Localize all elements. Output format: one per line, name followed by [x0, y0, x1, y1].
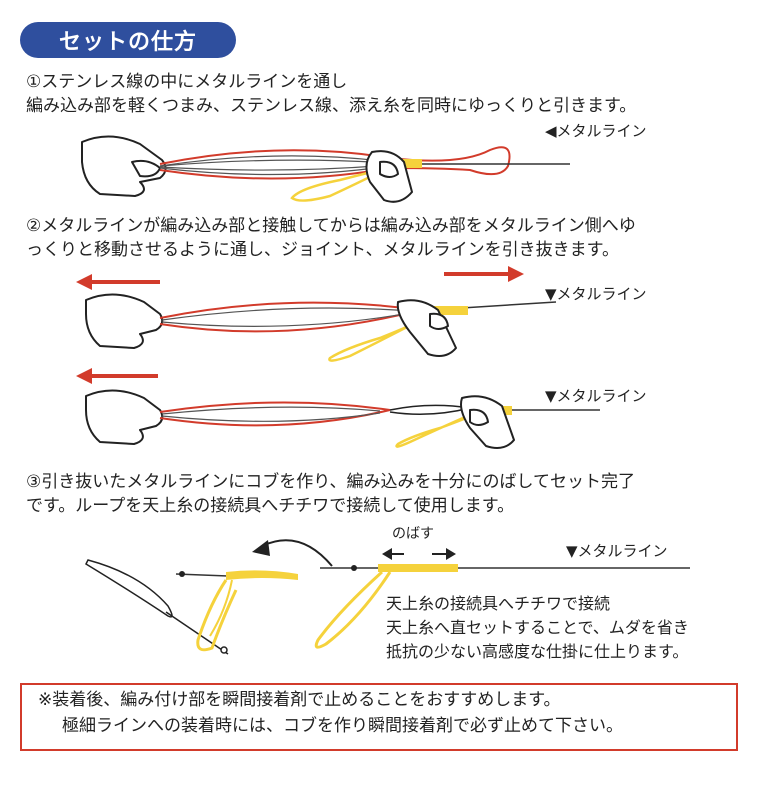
braid-section-left: [226, 570, 298, 580]
section-title: セットの仕方: [20, 22, 236, 58]
note-line1: ※装着後、編み付け部を瞬間接着剤で止めることをおすすめします。: [38, 690, 561, 710]
step1-metal-line-label: ◀メタルライン: [545, 122, 647, 140]
step2-text-line1: ②メタルラインが編み込み部と接触してからは編み込み部をメタルライン側へゆ: [26, 216, 636, 236]
stainless-wire-loop: [159, 401, 391, 427]
step1-text-line1: ①ステンレス線の中にメタルラインを通し: [26, 72, 348, 92]
yellow-thread: [290, 164, 395, 202]
left-hand-icon: [85, 389, 164, 445]
step2-illustration-b: [76, 368, 600, 449]
braid-section: [428, 306, 468, 315]
step3-illustration: [85, 539, 690, 655]
note-line2: 極細ラインへの装着時には、コブを作り瞬間接着剤で必ず止めて下さい。: [62, 716, 623, 736]
right-hand-icon: [460, 395, 515, 449]
pull-right-arrow-icon: [444, 266, 524, 282]
yellow-loop: [314, 570, 392, 649]
stretch-arrows-icon: [382, 548, 456, 560]
yellow-thread: [328, 312, 437, 362]
right-hand-icon: [396, 299, 457, 357]
step1-text-line2: 編み込み部を軽くつまみ、ステンレス線、添え糸を同時にゆっくりと引きます。: [26, 96, 637, 116]
braid-section-right: [378, 564, 458, 572]
yellow-thread: [395, 412, 477, 448]
step3-caption-line2: 天上糸へ直セットすることで、ムダを省き: [386, 618, 689, 637]
step2-text-line2: っくりと移動させるように通し、ジョイント、メタルラインを引き抜きます。: [26, 240, 619, 260]
step2-metal-line-label-b: ▼メタルライン: [545, 387, 647, 405]
left-hand-icon: [81, 135, 167, 197]
pull-left-arrow-icon: [76, 274, 160, 290]
step3-metal-line-label: ▼メタルライン: [566, 542, 668, 560]
step3-text-line1: ③引き抜いたメタルラインにコブを作り、編み込みを十分にのばしてセット完了: [26, 472, 636, 492]
rod-tip: [85, 559, 173, 618]
step1-illustration: [81, 135, 570, 203]
step3-caption-line3: 抵抗の少ない高感度な仕掛に仕上ります。: [386, 642, 689, 661]
stretch-label: のばす: [392, 526, 434, 542]
right-hand-icon: [365, 150, 413, 203]
curved-arrow-icon: [261, 539, 333, 567]
left-hand-icon: [85, 293, 164, 349]
step3-text-line2: です。ループを天上糸の接続具へチチワで接続して使用します。: [26, 496, 515, 516]
step2-metal-line-label-a: ▼メタルライン: [545, 285, 647, 303]
step3-caption-line1: 天上糸の接続具へチチワで接続: [386, 594, 611, 613]
step2-illustration-a: [76, 266, 557, 362]
stainless-wire-loop: [159, 146, 511, 180]
pull-left-arrow-icon: [76, 368, 158, 384]
note-box: [20, 683, 738, 751]
